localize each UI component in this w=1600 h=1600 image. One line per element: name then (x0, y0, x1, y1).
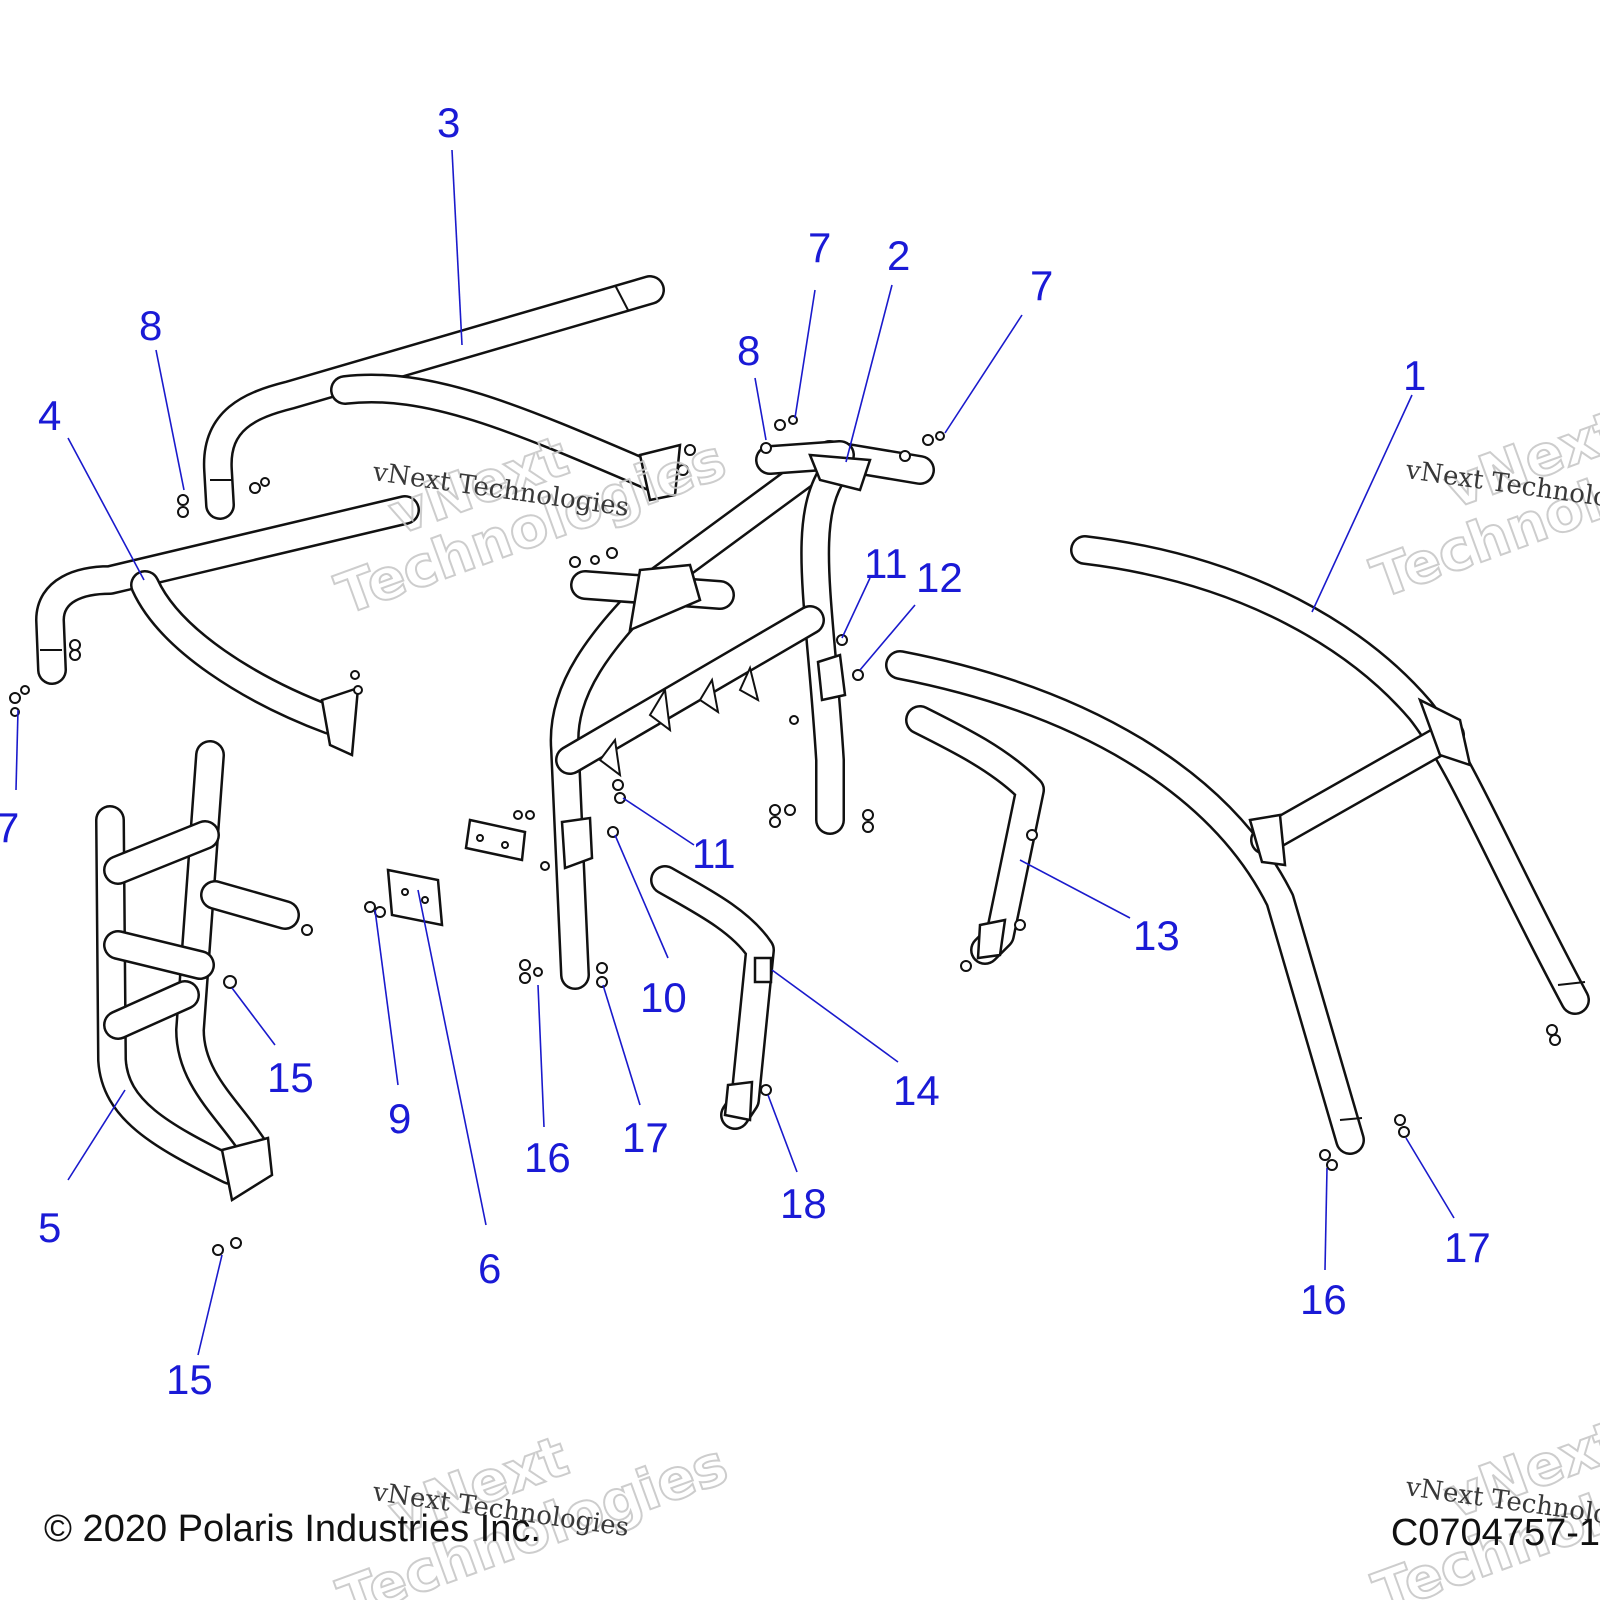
callout-9: 9 (388, 1095, 411, 1142)
callout-4: 4 (38, 392, 61, 439)
callout-7-left: 7 (0, 804, 19, 851)
part-13-rear-brace (905, 705, 1045, 965)
part-1-rear-cage (885, 535, 1590, 1155)
callout-17-right: 17 (1444, 1224, 1491, 1271)
callout-7-right: 7 (1030, 262, 1053, 309)
callout-15-lower: 15 (166, 1356, 213, 1403)
callout-13: 13 (1133, 912, 1180, 959)
callout-5: 5 (38, 1204, 61, 1251)
part-4-side-bar (35, 495, 420, 757)
callout-18: 18 (780, 1180, 827, 1227)
watermark: vNext Technologies vNext Technologies vN… (327, 397, 1600, 1600)
diagram-code: C0704757-1 (1390, 1512, 1600, 1554)
callout-1: 1 (1403, 352, 1426, 399)
callout-10: 10 (640, 974, 687, 1021)
callout-11-lower: 11 (692, 830, 736, 877)
callout-17-left: 17 (622, 1114, 669, 1161)
part-5-lower-frame (95, 740, 300, 1203)
part-14-lower-brace (650, 865, 775, 1130)
callout-16-left: 16 (524, 1134, 571, 1181)
callout-2: 2 (887, 232, 910, 279)
callout-7-mid: 7 (808, 224, 831, 271)
leader-lines (15, 149, 1455, 1356)
callout-11-upper: 11 (864, 540, 908, 587)
callout-16-right: 16 (1300, 1276, 1347, 1323)
callouts: 1 2 3 4 5 6 7 7 7 8 8 9 10 11 11 12 13 1… (0, 99, 1491, 1403)
callout-8-mid: 8 (737, 327, 760, 374)
hardware-fasteners (9, 415, 1561, 1256)
part-3-upper-bar (202, 275, 682, 520)
part-2-front-frame (549, 440, 935, 990)
copyright-text: © 2020 Polaris Industries Inc. (44, 1508, 541, 1550)
part-6-bracket-plate (386, 818, 527, 927)
callout-6: 6 (478, 1245, 501, 1292)
callout-14: 14 (893, 1067, 940, 1114)
callout-3: 3 (437, 99, 460, 146)
callout-15-upper: 15 (267, 1054, 314, 1101)
callout-12: 12 (916, 554, 963, 601)
callout-8-left: 8 (139, 302, 162, 349)
